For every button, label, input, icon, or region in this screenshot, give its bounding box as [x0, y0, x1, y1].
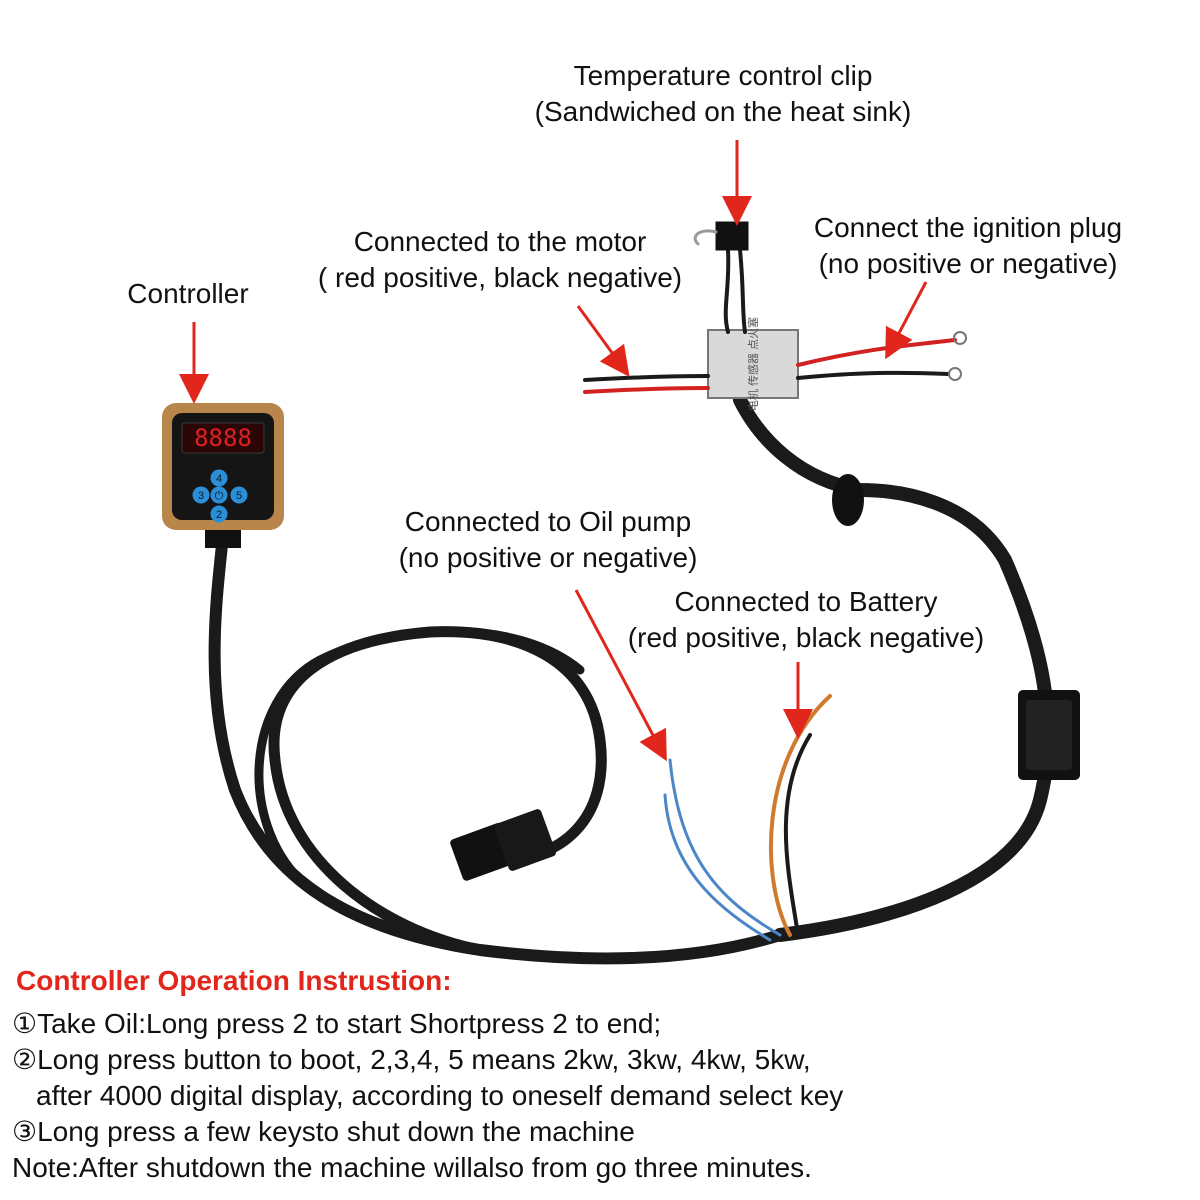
module-text: 电机 传感器 点火塞 — [746, 317, 760, 411]
button-3-label: 3 — [198, 490, 204, 502]
arrow-motor — [576, 305, 630, 377]
instruction-line-3: after 4000 digital display, according to… — [36, 1080, 844, 1111]
label-temperature-clip: Temperature control clip (Sandwiched on … — [495, 58, 951, 130]
motor-wires — [583, 374, 710, 394]
label-temp-line2: (Sandwiched on the heat sink) — [534, 96, 912, 127]
label-battery-line1: Connected to Battery — [674, 586, 938, 617]
arrows — [179, 140, 928, 762]
label-controller: Controller — [127, 278, 249, 309]
button-2-label: 2 — [216, 509, 222, 521]
ignition-wires — [796, 331, 967, 381]
instruction-line-1: ①Take Oil:Long press 2 to start Shortpre… — [12, 1008, 662, 1039]
harness-connector-right — [1018, 690, 1080, 780]
label-oil-pump: Connected to Oil pump (no positive or ne… — [368, 504, 728, 576]
loop-cable-outer — [254, 626, 585, 885]
button-4-shape — [210, 469, 228, 487]
instructions-panel: Controller Operation Instrustion: ①Take … — [12, 962, 1192, 1186]
controller-device: 8888 — [162, 403, 284, 548]
button-power-label: ⏻ — [215, 490, 224, 502]
label-motor-line1: Connected to the motor — [353, 226, 647, 257]
label-ignition: Connect the ignition plug (no positive o… — [782, 210, 1154, 282]
button-power-shape — [210, 486, 228, 504]
controller-buttons: 43 ⏻ 5 2 — [192, 469, 248, 523]
controller-plug — [205, 530, 241, 548]
button-4-label: 4 — [216, 473, 222, 485]
button-2-shape — [210, 505, 228, 523]
main-harness — [208, 393, 1055, 965]
controller-display-digits: 8888 — [194, 424, 252, 452]
label-motor-line2: ( red positive, black negative) — [317, 262, 683, 293]
label-oil-line2: (no positive or negative) — [398, 542, 698, 573]
instruction-line-5: Note:After shutdown the machine willalso… — [12, 1152, 812, 1183]
instruction-line-4: ③Long press a few keysto shut down the m… — [12, 1116, 635, 1147]
button-3-shape — [192, 486, 210, 504]
oil-pump-wires — [663, 758, 782, 942]
label-ignition-line1: Connect the ignition plug — [813, 212, 1123, 243]
button-5-shape — [230, 486, 248, 504]
battery-wires — [768, 694, 832, 937]
sensor-module: 电机 传感器 点火塞 — [707, 317, 799, 411]
loop-connector — [450, 809, 556, 881]
controller-display — [181, 422, 265, 454]
label-ignition-line2: (no positive or negative) — [818, 248, 1118, 279]
arrow-ignition — [885, 281, 928, 360]
grommet — [832, 474, 864, 526]
label-battery: Connected to Battery (red positive, blac… — [600, 584, 1012, 656]
instruction-line-2: ②Long press button to boot, 2,3,4, 5 mea… — [12, 1044, 811, 1075]
button-5-label: 5 — [236, 490, 242, 502]
label-temp-line1: Temperature control clip — [573, 60, 873, 91]
harness-right — [733, 393, 1055, 942]
instructions-title: Controller Operation Instrustion: — [16, 965, 452, 996]
label-battery-line2: (red positive, black negative) — [627, 622, 985, 653]
controller-cable — [208, 539, 786, 965]
label-oil-line1: Connected to Oil pump — [404, 506, 692, 537]
label-motor: Connected to the motor ( red positive, b… — [282, 224, 718, 296]
temperature-clip — [693, 221, 749, 334]
arrow-oil-pump — [574, 589, 667, 762]
